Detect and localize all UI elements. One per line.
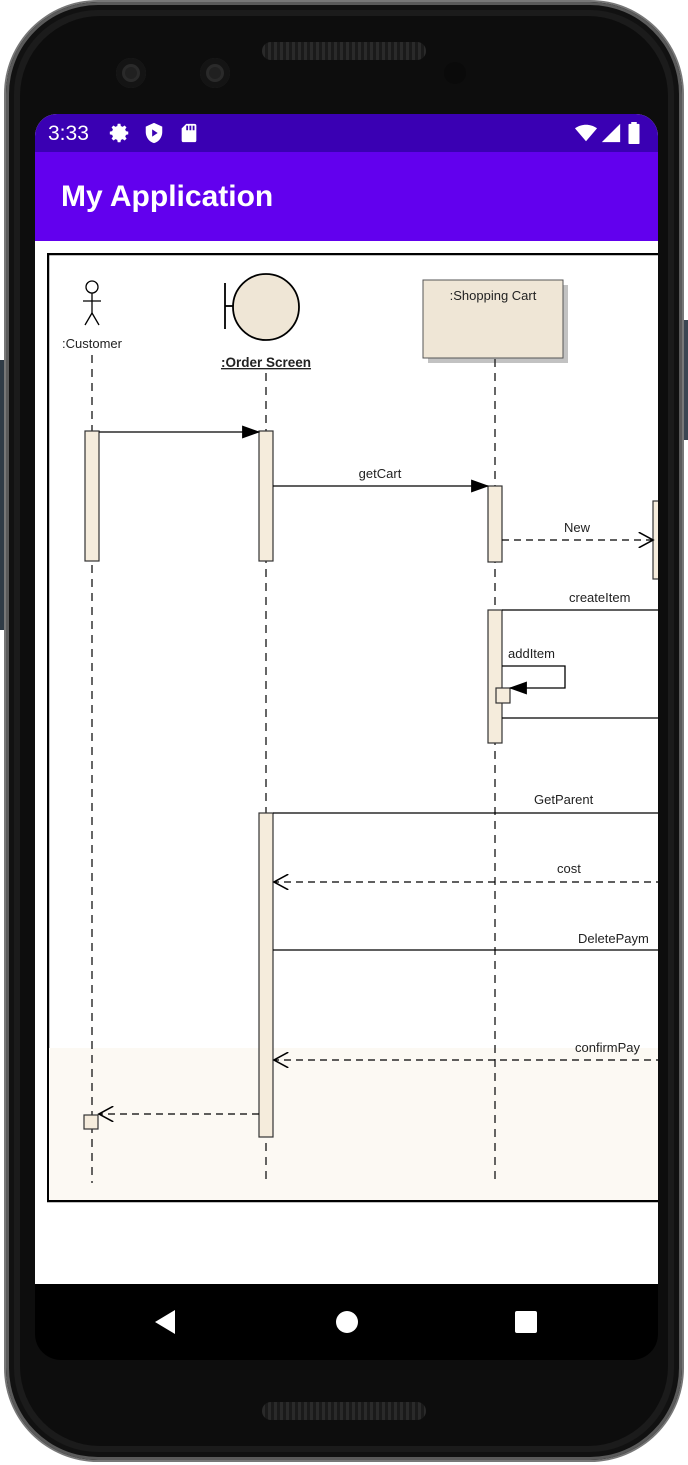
diagram-frame [47, 253, 658, 1203]
shopping-cart-box [422, 279, 564, 359]
bottom-speaker [262, 1402, 426, 1420]
front-camera-icon [116, 58, 146, 88]
sd-card-icon [181, 123, 197, 143]
proximity-sensor [444, 62, 466, 84]
content-area: :Customer :Order Screen :Shopping Cart [35, 241, 658, 1284]
front-camera-icon [200, 58, 230, 88]
app-title: My Application [61, 180, 274, 213]
wifi-icon [575, 124, 597, 142]
customer-return-activation [83, 1114, 99, 1130]
order-screen-activation-2 [258, 812, 274, 1138]
earpiece-speaker [262, 42, 426, 60]
customer-activation [84, 430, 100, 562]
device-screen: 3:33 My Application [35, 114, 658, 1284]
battery-icon [628, 122, 640, 144]
shopping-cart-activation-1 [487, 485, 503, 563]
boundary-icon [224, 273, 300, 341]
message-delete-payment-label: DeletePaym [578, 931, 649, 946]
back-icon[interactable] [145, 1302, 185, 1342]
lifeline-order-screen-label: :Order Screen [221, 355, 311, 370]
message-get-cart-label: getCart [359, 466, 402, 481]
lifeline-customer-label: :Customer [62, 336, 123, 351]
status-time: 3:33 [48, 122, 89, 145]
signal-icon [601, 123, 621, 143]
customer-actor-icon [83, 280, 101, 326]
message-confirm-payment-label: confirmPay [575, 1040, 641, 1055]
order-screen-activation-1 [258, 430, 274, 562]
new-item-activation [652, 500, 658, 580]
gear-icon [109, 123, 129, 143]
diagram-shaded-bottom [49, 1048, 658, 1200]
lifeline-shopping-cart-label: :Shopping Cart [450, 288, 537, 303]
message-create-item-label: createItem [569, 590, 630, 605]
recents-icon[interactable] [506, 1302, 546, 1342]
app-bar: My Application [35, 152, 658, 241]
navigation-bar [35, 1284, 658, 1360]
shopping-cart-activation-2 [487, 609, 503, 744]
message-cost-label: cost [557, 861, 581, 876]
sequence-diagram-image[interactable]: :Customer :Order Screen :Shopping Cart [47, 253, 658, 1203]
message-add-item-label: addItem [508, 646, 555, 661]
home-icon[interactable] [327, 1302, 367, 1342]
shield-icon [145, 122, 163, 144]
background-page-edge-right [682, 320, 688, 440]
background-page-edge-left [0, 360, 8, 630]
message-new-label: New [564, 520, 591, 535]
status-bar: 3:33 [35, 114, 658, 152]
message-arrow-add-item [502, 665, 566, 695]
add-item-activation [495, 687, 511, 704]
message-get-parent-label: GetParent [534, 792, 594, 807]
